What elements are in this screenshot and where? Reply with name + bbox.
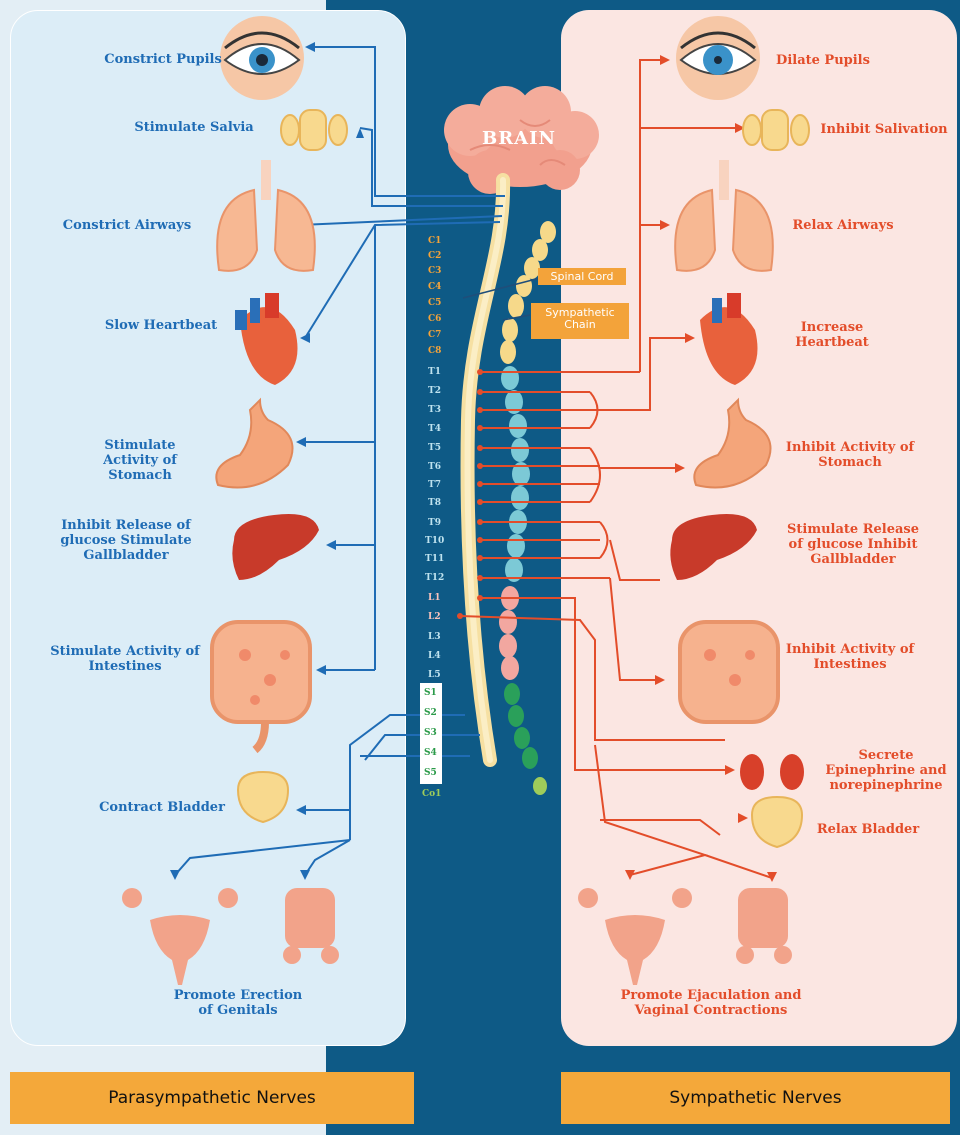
segment-c5: C5 (428, 298, 441, 308)
right-intestines-icon (680, 622, 778, 722)
right-bladder-icon (752, 797, 802, 847)
male-reproductive-icon (283, 888, 339, 964)
label-inhibit-intestines: Inhibit Activity of Intestines (784, 642, 916, 672)
segment-s2: S2 (424, 708, 437, 718)
segment-c1: C1 (428, 236, 441, 246)
segment-l5: L5 (428, 670, 441, 680)
segment-l1: L1 (428, 593, 441, 603)
left-intestines-icon (212, 622, 310, 750)
label-increase-heartbeat: Increase Heartbeat (762, 320, 902, 350)
right-male-reproductive-icon (736, 888, 792, 964)
segment-l4: L4 (428, 651, 441, 661)
segment-t12: T12 (425, 573, 444, 583)
left-heart-icon (235, 293, 298, 385)
label-relax-airways: Relax Airways (788, 218, 898, 233)
segment-c4: C4 (428, 282, 441, 292)
label-stimulate-stomach: Stimulate Activity of Stomach (76, 438, 204, 483)
label-inhibit-glucose: Inhibit Release of glucose Stimulate Gal… (46, 518, 206, 563)
label-promote-ejaculation: Promote Ejaculation and Vaginal Contract… (606, 988, 816, 1018)
label-dilate-pupils: Dilate Pupils (768, 53, 878, 68)
left-stomach-icon (216, 400, 292, 488)
label-inhibit-stomach: Inhibit Activity of Stomach (780, 440, 920, 470)
right-lungs-icon (675, 160, 773, 271)
segment-c2: C2 (428, 251, 441, 261)
segment-t1: T1 (428, 367, 441, 377)
label-inhibit-salivation: Inhibit Salivation (814, 122, 954, 137)
segment-s1: S1 (424, 688, 437, 698)
segment-s4: S4 (424, 748, 437, 758)
segment-t9: T9 (428, 518, 441, 528)
segment-t7: T7 (428, 480, 441, 490)
adrenal-kidneys-icon (740, 754, 804, 790)
footer-parasympathetic: Parasympathetic Nerves (10, 1072, 414, 1124)
footer-sympathetic: Sympathetic Nerves (561, 1072, 950, 1124)
brain-label: BRAIN (482, 128, 556, 149)
segment-c7: C7 (428, 330, 441, 340)
right-heart-icon (700, 293, 758, 385)
label-constrict-pupils: Constrict Pupils (92, 52, 234, 67)
segment-co1: Co1 (422, 789, 441, 799)
right-female-reproductive-icon (578, 888, 692, 985)
left-bladder-icon (238, 772, 288, 822)
segment-t8: T8 (428, 498, 441, 508)
segment-t4: T4 (428, 424, 441, 434)
right-eye-icon (676, 16, 760, 100)
spinal-cord-callout: Spinal Cord (538, 268, 626, 285)
sympathetic-chain-callout: Sympathetic Chain (531, 303, 629, 339)
label-relax-bladder: Relax Bladder (808, 822, 928, 837)
left-liver-icon (232, 514, 319, 580)
spinal-cord (468, 180, 504, 760)
segment-c6: C6 (428, 314, 441, 324)
label-stimulate-intestines: Stimulate Activity of Intestines (44, 644, 206, 674)
segment-s5: S5 (424, 768, 437, 778)
right-stomach-icon (694, 400, 770, 488)
label-stimulate-glucose: Stimulate Release of glucose Inhibit Gal… (780, 522, 926, 567)
segment-c3: C3 (428, 266, 441, 276)
right-salivary-glands-icon (743, 110, 809, 150)
parasympathetic-nerves (175, 47, 505, 875)
segment-t11: T11 (425, 554, 444, 564)
segment-t10: T10 (425, 536, 444, 546)
left-salivary-glands-icon (281, 110, 347, 150)
label-promote-erection: Promote Erection of Genitals (166, 988, 310, 1018)
segment-l3: L3 (428, 632, 441, 642)
female-reproductive-icon (122, 888, 238, 985)
label-contract-bladder: Contract Bladder (96, 800, 228, 815)
label-secrete-epinephrine: Secrete Epinephrine and norepinephrine (818, 748, 954, 793)
label-slow-heartbeat: Slow Heartbeat (98, 318, 224, 333)
right-liver-icon (670, 514, 757, 580)
segment-t5: T5 (428, 443, 441, 453)
left-lungs-icon (217, 160, 315, 271)
segment-c8: C8 (428, 346, 441, 356)
label-constrict-airways: Constrict Airways (52, 218, 202, 233)
segment-t6: T6 (428, 462, 441, 472)
segment-s3: S3 (424, 728, 437, 738)
segment-t2: T2 (428, 386, 441, 396)
segment-l2: L2 (428, 612, 441, 622)
segment-t3: T3 (428, 405, 441, 415)
label-stimulate-salvia: Stimulate Salvia (124, 120, 264, 135)
